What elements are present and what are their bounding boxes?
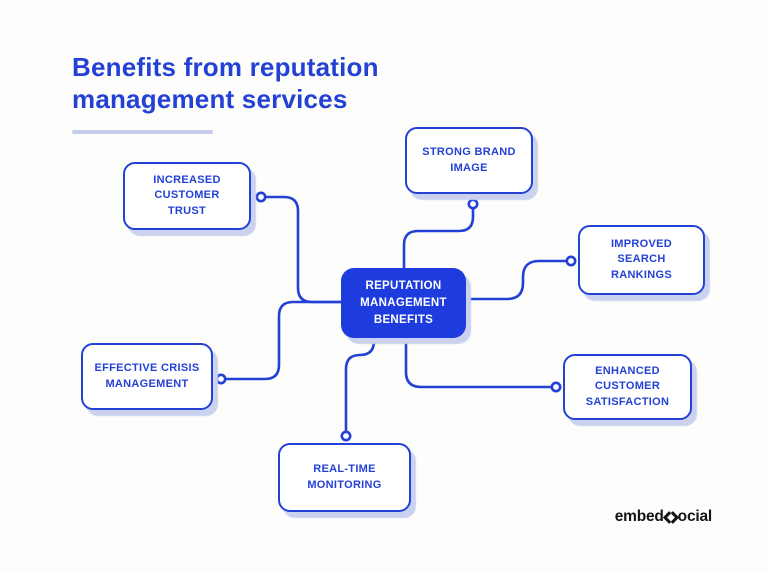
node-label-line: SEARCH xyxy=(617,253,666,266)
embedsocial-s-icon xyxy=(662,511,679,524)
connector-real-time-monitoring xyxy=(344,338,376,431)
node-label-line: MONITORING xyxy=(307,478,382,491)
node-label-line: IMAGE xyxy=(450,161,488,174)
connector-dot-enhanced xyxy=(550,381,562,393)
node-label-line: STRONG BRAND xyxy=(422,146,516,158)
connector-enhanced-customer-satisfaction xyxy=(404,338,551,389)
page-title-line1: Benefits from reputation xyxy=(72,52,379,82)
logo-text-suffix: ocial xyxy=(677,508,713,525)
connector-strong-brand-image xyxy=(402,209,475,268)
node-label-line: EFFECTIVE CRISIS xyxy=(94,362,200,374)
node-reputation-management-benefits: REPUTATION MANAGEMENT BENEFITS xyxy=(341,268,466,338)
embedsocial-logo: embed ocial xyxy=(615,508,712,526)
center-node-line: REPUTATION xyxy=(365,279,442,292)
node-label-line: MANAGEMENT xyxy=(105,377,189,390)
connector-effective-crisis-management xyxy=(226,300,341,381)
node-label-line: RANKINGS xyxy=(610,268,673,281)
node-label-line: TRUST xyxy=(167,204,207,217)
title-underline xyxy=(72,130,213,134)
page-title: Benefits from reputation management serv… xyxy=(72,51,379,115)
node-effective-crisis-management: EFFECTIVE CRISIS MANAGEMENT xyxy=(81,343,213,410)
node-label-line: IMPROVED xyxy=(610,237,673,250)
page-title-line2: management services xyxy=(72,84,348,114)
node-real-time-monitoring: REAL-TIME MONITORING xyxy=(278,443,411,512)
logo-text-prefix: embed xyxy=(614,508,664,525)
node-label-line: CUSTOMER xyxy=(594,380,661,393)
connector-dot-improved xyxy=(565,255,577,267)
node-increased-customer-trust: INCREASED CUSTOMER TRUST xyxy=(123,162,251,230)
center-node-line: BENEFITS xyxy=(373,313,434,326)
node-label-line: REAL-TIME xyxy=(313,463,376,475)
node-label-line: CUSTOMER xyxy=(154,189,220,202)
connector-dot-increased xyxy=(255,191,267,203)
node-label-line: ENHANCED xyxy=(595,364,660,377)
connector-dot-effective xyxy=(215,373,227,385)
connector-dot-strong xyxy=(467,198,479,210)
node-label-line: INCREASED xyxy=(153,173,221,186)
node-improved-search-rankings: IMPROVED SEARCH RANKINGS xyxy=(578,225,705,295)
center-node-line: MANAGEMENT xyxy=(360,296,447,309)
connector-improved-search-rankings xyxy=(466,259,566,301)
node-strong-brand-image: STRONG BRAND IMAGE xyxy=(405,127,533,194)
node-enhanced-customer-satisfaction: ENHANCED CUSTOMER SATISFACTION xyxy=(563,354,692,420)
connector-increased-customer-trust xyxy=(265,195,341,304)
node-label-line: SATISFACTION xyxy=(585,395,670,408)
connector-dot-realtime xyxy=(340,430,352,442)
